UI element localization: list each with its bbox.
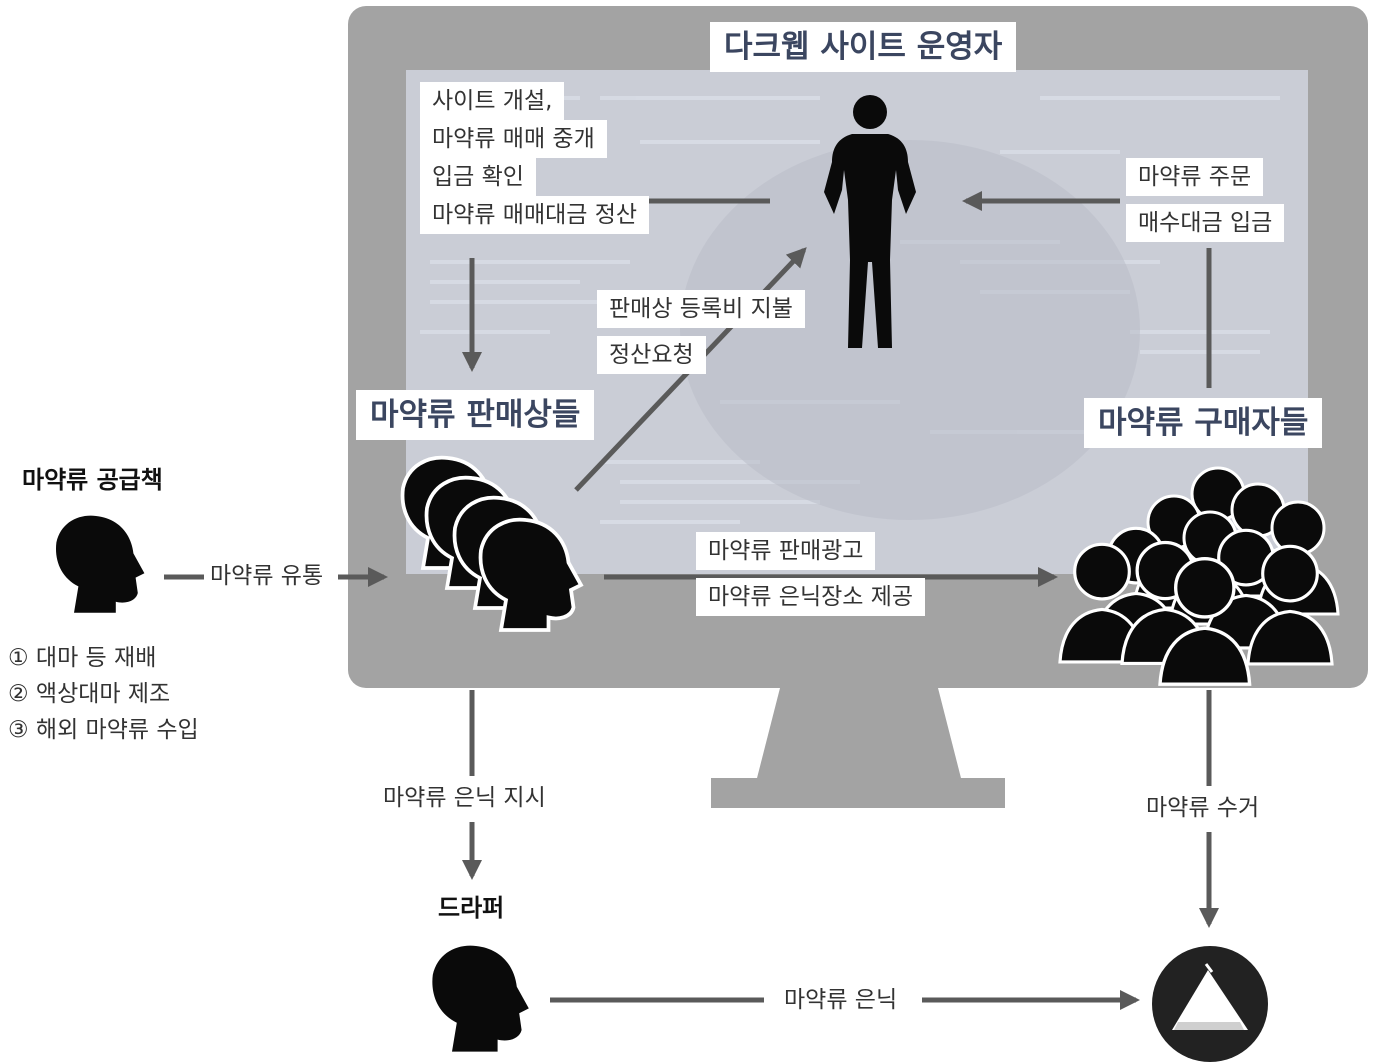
supplier-method: ③ 해외 마약류 수입 xyxy=(8,717,199,743)
operator-duties-box: 사이트 개설, 마약류 매매 중개 입금 확인 마약류 매매대금 정산 xyxy=(420,82,650,234)
order-label: 마약류 주문 xyxy=(1126,158,1264,196)
hide-label: 마약류 은닉 xyxy=(784,987,898,1013)
supplier-methods: ① 대마 등 재배 ② 액상대마 제조 ③ 해외 마약류 수입 xyxy=(8,640,199,748)
supplier-method: ① 대마 등 재배 xyxy=(8,645,157,671)
advertisement-label: 마약류 판매광고 xyxy=(696,532,876,570)
drug-package-icon xyxy=(1152,946,1268,1062)
sellers-title: 마약류 판매상들 xyxy=(356,390,595,440)
duty-line: 마약류 매매 중개 xyxy=(420,120,607,158)
hiding-place-label: 마약류 은닉장소 제공 xyxy=(696,578,926,616)
supplier-title: 마약류 공급책 xyxy=(22,466,163,494)
buyers-title: 마약류 구매자들 xyxy=(1084,398,1323,448)
hide-instruction-label: 마약류 은닉 지시 xyxy=(383,785,546,811)
supplier-head-icon xyxy=(55,515,145,613)
duty-line: 사이트 개설, xyxy=(420,82,565,120)
operator-silhouette-icon xyxy=(824,95,916,348)
supplier-method: ② 액상대마 제조 xyxy=(8,681,171,707)
seller-fee-label: 판매상 등록비 지불 xyxy=(597,290,805,328)
distribution-label: 마약류 유통 xyxy=(210,563,324,589)
dropper-title: 드라퍼 xyxy=(438,894,505,922)
dropper-head-icon xyxy=(432,945,529,1052)
operator-title: 다크웹 사이트 운영자 xyxy=(710,22,1017,72)
screen-watermark xyxy=(680,140,1140,520)
payment-label: 매수대금 입금 xyxy=(1126,204,1285,242)
collect-label: 마약류 수거 xyxy=(1146,795,1260,821)
settlement-request-label: 정산요청 xyxy=(597,336,706,374)
duty-line: 마약류 매매대금 정산 xyxy=(420,196,650,234)
duty-line: 입금 확인 xyxy=(420,158,536,196)
